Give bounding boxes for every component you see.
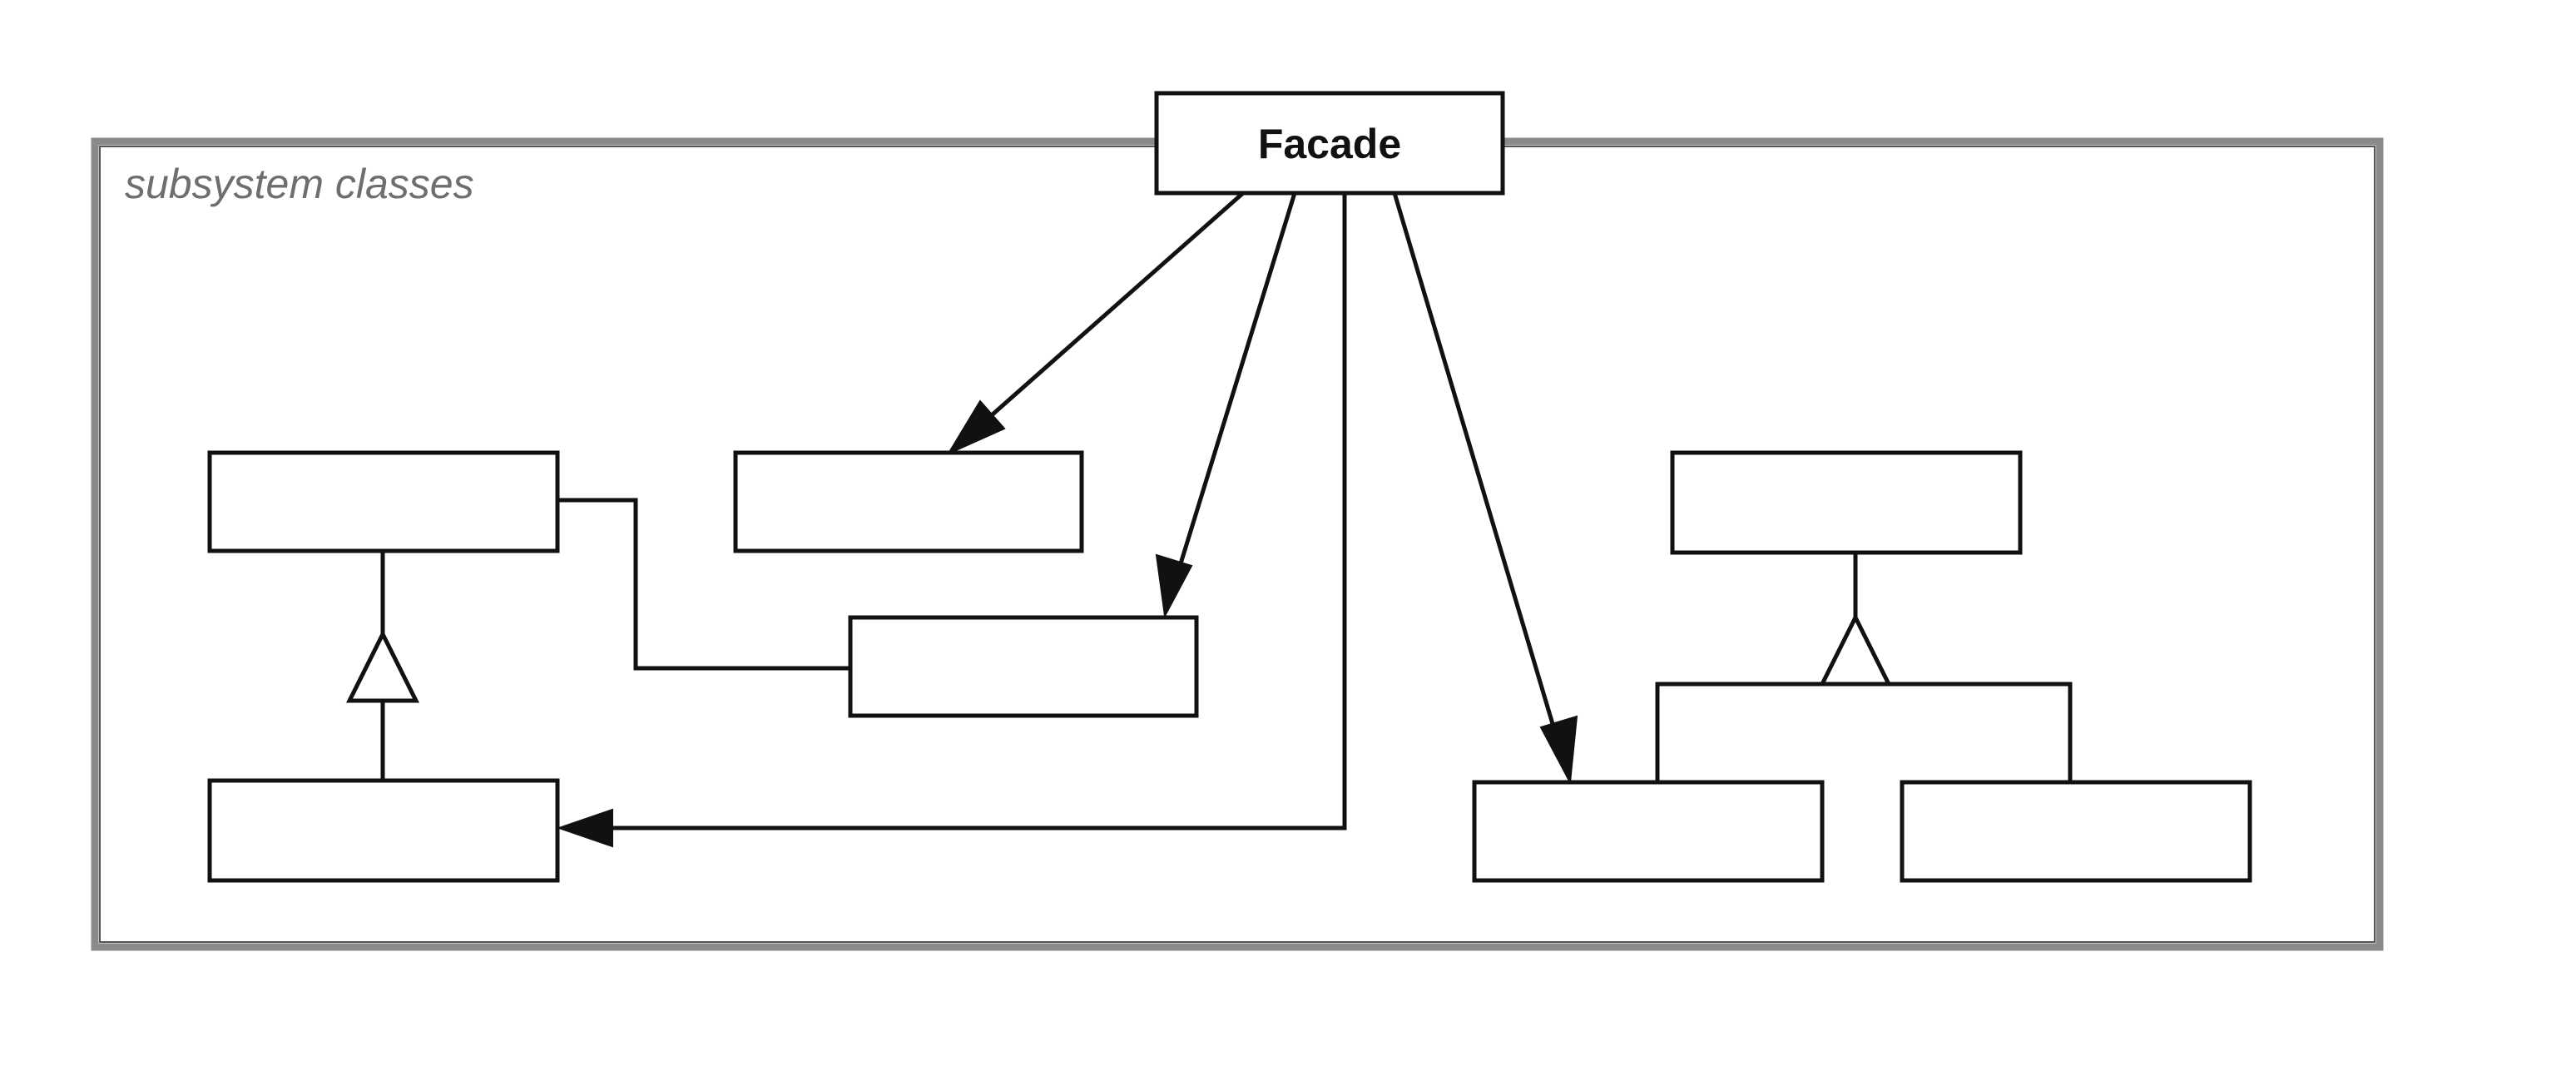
connectors: [345, 191, 2073, 848]
class-box-top-middle[interactable]: [733, 450, 1084, 553]
class-box-bottom-left[interactable]: [207, 778, 560, 883]
facade-to-class-bottom-right-a-association: [1392, 192, 1560, 741]
subsystem-frame-label: subsystem classes: [125, 161, 474, 207]
arrowhead-top-middle: [946, 399, 1006, 456]
subsystem-classes: [207, 450, 2252, 883]
facade-class-box[interactable]: [1154, 91, 1505, 196]
class-box-bottom-right-a[interactable]: [1472, 780, 1825, 883]
arrowhead-bottom-right-a: [1539, 715, 1578, 786]
facade-class[interactable]: Facade: [1154, 91, 1505, 196]
arrowhead-middle: [1155, 553, 1193, 619]
arrowhead-bottom-left: [556, 808, 613, 848]
class-top-left-to-class-middle-association: [557, 498, 850, 671]
generalization-right-triangle-icon: [1818, 612, 1893, 687]
facade-to-class-bottom-left-association: [599, 193, 1347, 830]
class-box-top-right[interactable]: [1670, 450, 2023, 555]
generalization-right-branch: [1655, 682, 2073, 782]
generalization-left-triangle-icon: [345, 629, 420, 703]
facade-class-label: Facade: [1258, 121, 1401, 167]
class-box-bottom-right-b[interactable]: [1900, 780, 2252, 883]
class-box-middle[interactable]: [848, 615, 1199, 718]
class-box-top-left[interactable]: [207, 450, 560, 553]
facade-to-class-middle-association: [1172, 192, 1297, 583]
facade-to-class-top-middle-association: [970, 191, 1245, 434]
